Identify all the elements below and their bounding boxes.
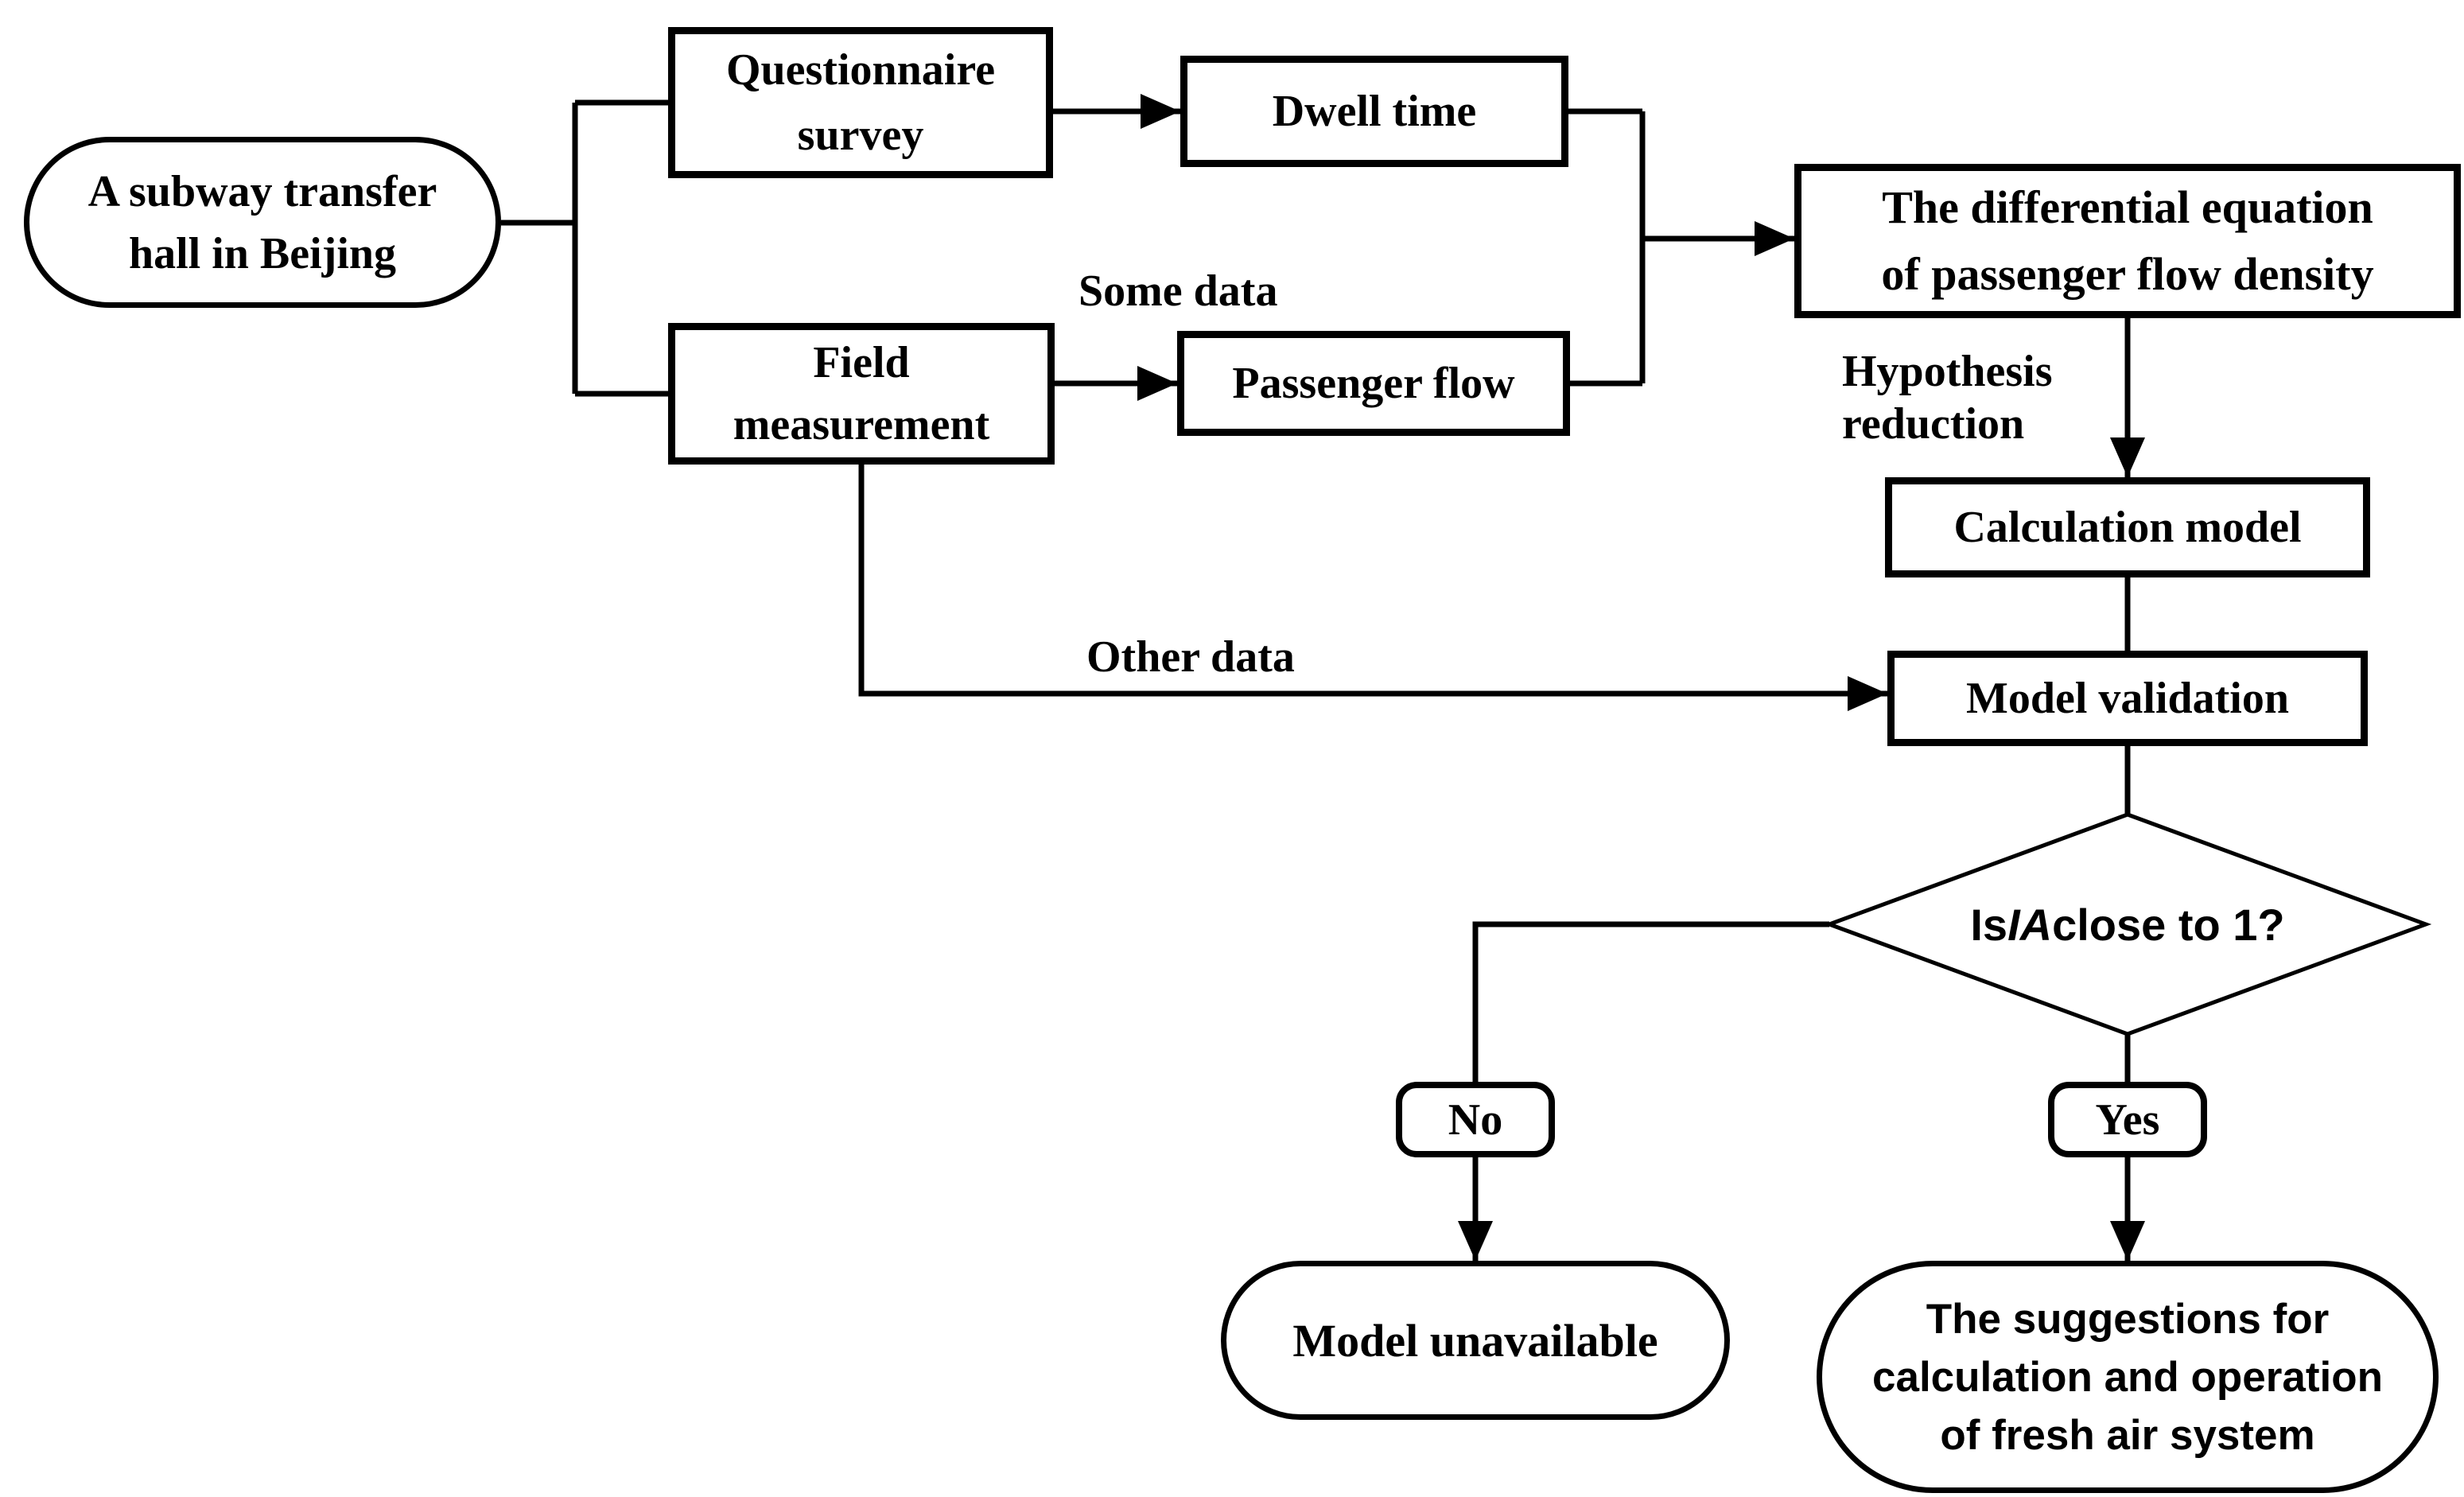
node-suggestions-fresh-air: The suggestions for calculation and oper… <box>1817 1261 2439 1493</box>
decision-diamond-shape <box>1823 812 2432 1036</box>
edge-label-hypothesis-reduction: Hypothesis reduction <box>1842 345 2053 450</box>
node-passenger-flow: Passenger flow <box>1177 331 1570 436</box>
decision-text-pre: Is <box>1970 899 2008 950</box>
edge-label-line: Hypothesis <box>1842 347 2053 396</box>
node-label-line: A subway transfer <box>87 166 437 216</box>
node-label-line: hall in Beijing <box>128 228 397 278</box>
node-subway-transfer-hall: A subway transfer hall in Beijing <box>24 137 501 308</box>
node-no-label: No <box>1396 1082 1555 1157</box>
node-questionnaire-survey: Questionnaire survey <box>668 27 1053 178</box>
node-label-line: Passenger flow <box>1232 359 1515 408</box>
node-field-measurement: Field measurement <box>668 323 1055 465</box>
node-label-line: Field <box>813 338 910 387</box>
edge-field-validation <box>858 465 1887 711</box>
node-label-line: of passenger flow density <box>1881 248 2374 300</box>
node-differential-equation: The differential equation of passenger f… <box>1794 164 2461 318</box>
node-label-line: Calculation model <box>1953 503 2302 552</box>
node-label-line: measurement <box>733 400 990 449</box>
node-label-line: calculation and operation <box>1872 1353 2383 1401</box>
node-label-line: Questionnaire <box>725 45 996 95</box>
node-label-line: The suggestions for <box>1926 1295 2330 1343</box>
node-label-line: Model unavailable <box>1292 1314 1658 1367</box>
node-label-line: No <box>1448 1095 1503 1145</box>
node-label-line: Model validation <box>1965 674 2290 723</box>
node-label-line: Yes <box>2095 1095 2160 1145</box>
edge-label-other-data: Other data <box>1086 632 1295 682</box>
node-label-line: of fresh air system <box>1940 1411 2315 1459</box>
edge-label-line: reduction <box>1842 399 2025 449</box>
decision-text-variable: IA <box>2007 899 2053 950</box>
decision-diamond-label: Is IA close to 1? <box>1869 888 2386 960</box>
decision-text-post: close to 1? <box>2052 899 2285 950</box>
node-calculation-model: Calculation model <box>1885 477 2370 577</box>
node-model-unavailable: Model unavailable <box>1221 1261 1730 1420</box>
node-model-validation: Model validation <box>1887 651 2368 746</box>
node-dwell-time: Dwell time <box>1180 56 1568 167</box>
node-yes-label: Yes <box>2048 1082 2207 1157</box>
edge-source-branch <box>501 99 668 397</box>
node-label-line: survey <box>797 111 924 160</box>
edge-junction-merge <box>1568 108 1646 387</box>
node-label-line: The differential equation <box>1882 181 2373 233</box>
edge-label-some-data: Some data <box>1078 266 1278 316</box>
node-label-line: Dwell time <box>1272 87 1477 136</box>
